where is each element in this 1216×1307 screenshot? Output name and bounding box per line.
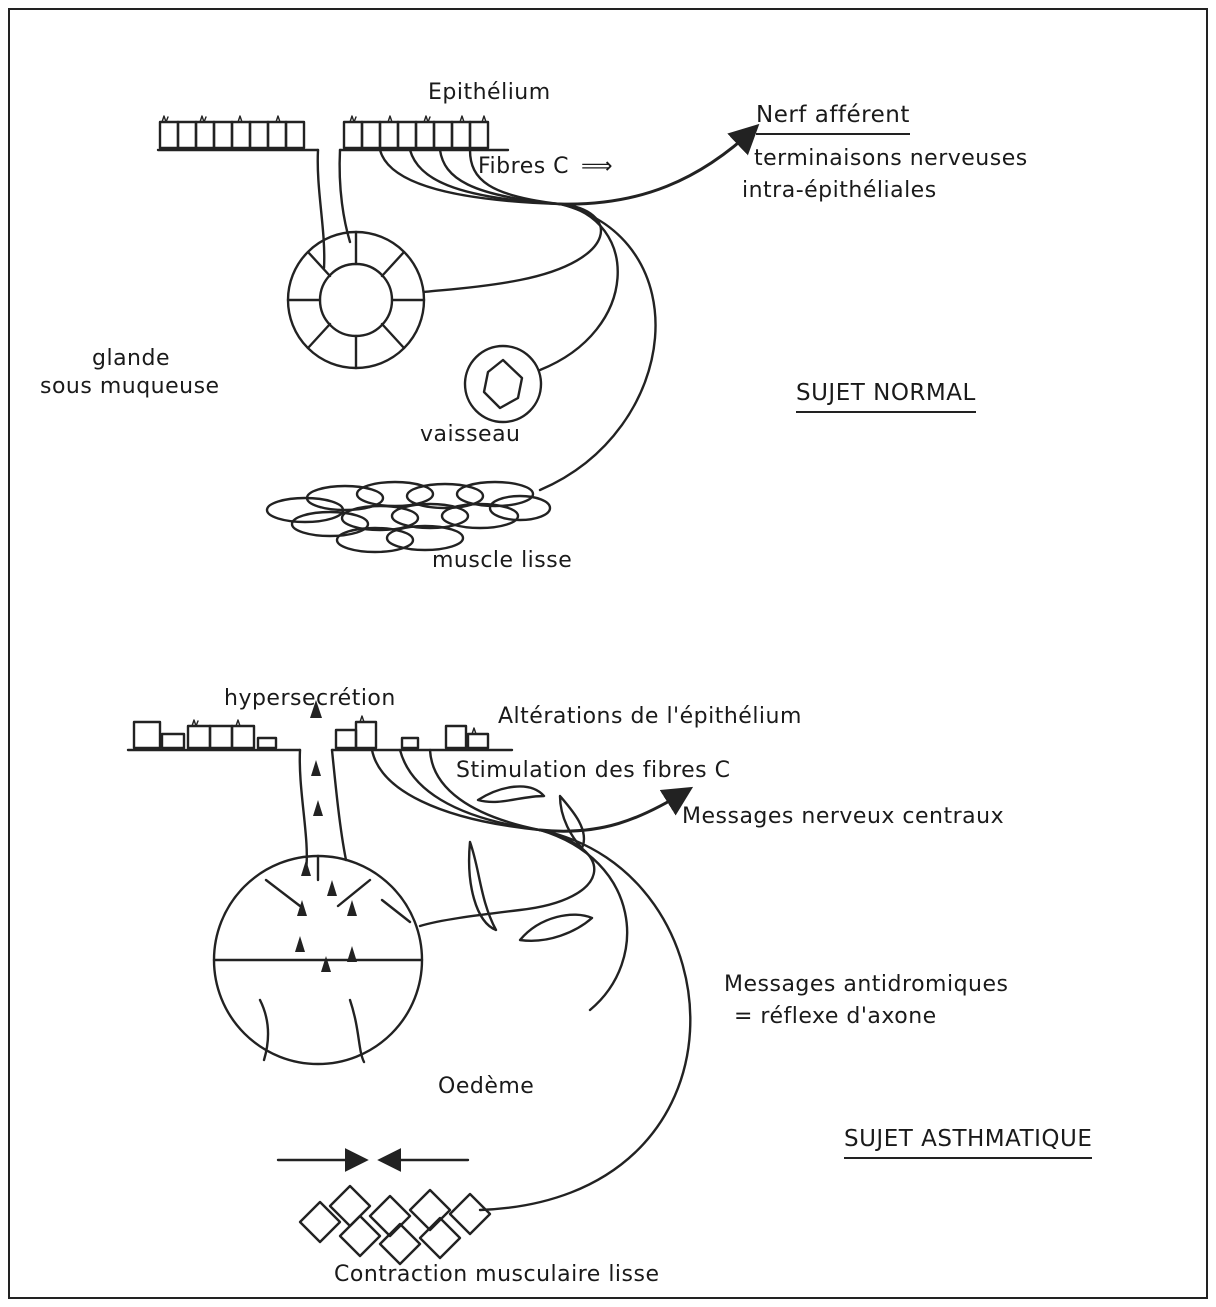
asthma-smooth-muscle [300,1186,490,1264]
normal-epithelium [158,116,508,150]
label-vaisseau: vaisseau [420,424,521,446]
asthma-gland [214,700,422,1064]
label-contraction-musculaire: Contraction musculaire lisse [334,1264,660,1286]
normal-epithelium-cells-left [160,122,304,148]
normal-gland [288,150,424,368]
label-messages-centraux: Messages nerveux centraux [682,806,1004,828]
label-antidromiques-line2: = réflexe d'axone [734,1006,937,1028]
asthma-epithelium [128,716,512,750]
normal-vessel [465,346,541,422]
label-stimulation-fibres-c: Stimulation des fibres C [456,760,731,782]
title-sujet-asthmatique: SUJET ASTHMATIQUE [844,1128,1092,1159]
normal-smooth-muscle [267,482,550,552]
label-fibres-c: Fibres C ⟹ [478,156,613,178]
label-fibres-c-text: Fibres C [478,154,569,179]
label-hypersecretion: hypersecrétion [224,688,396,710]
label-glande-line1: glande [92,348,170,370]
asthma-oedema [469,780,592,941]
normal-epithelium-cells-right [344,122,488,148]
title-sujet-normal: SUJET NORMAL [796,382,976,413]
label-nerf-afferent: Nerf afférent [756,104,910,135]
double-arrow-icon: ⟹ [581,154,613,179]
label-alterations-epithelium: Altérations de l'épithélium [498,706,802,728]
asthma-secretion-arrows [295,700,357,972]
label-oedeme: Oedème [438,1076,534,1098]
label-glande-line2: sous muqueuse [40,376,220,398]
label-epithelium: Epithélium [428,82,551,104]
label-muscle-lisse: muscle lisse [432,550,572,572]
label-antidromiques-line1: Messages antidromiques [724,974,1008,996]
label-terminaisons-line2: intra-épithéliales [742,180,937,202]
label-terminaisons-line1: terminaisons nerveuses [754,148,1028,170]
